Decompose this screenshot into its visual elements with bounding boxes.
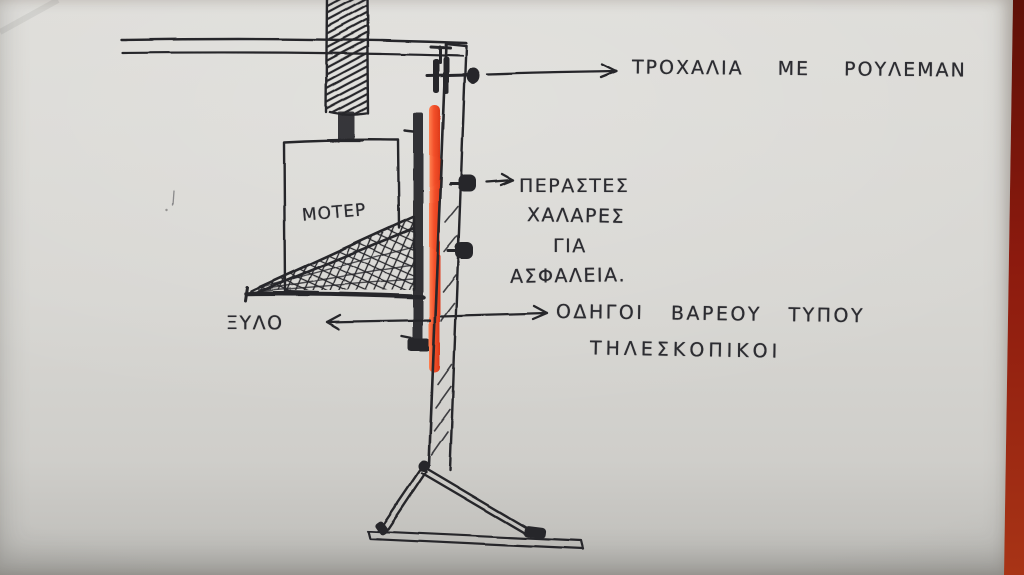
annotation-safety-line4: ΑΣΦΑΛΕΙΑ. — [509, 264, 627, 288]
safety-knobs — [446, 175, 476, 259]
annotation-safety-line2: ΧΑΛΑΡΕΣ — [526, 204, 626, 228]
top-rails — [119, 37, 468, 58]
arrow-to-guides-label — [439, 304, 549, 321]
arrow-to-wood-label — [325, 313, 432, 331]
arrow-to-pulley-label — [485, 62, 618, 79]
telescopic-guide-highlight — [429, 105, 440, 372]
motor-mount-connector — [329, 111, 365, 143]
annotation-telescopic: ΤΗΛΕΣΚΟΠΙΚΟΙ — [589, 337, 782, 363]
annotation-safety-line1: ΠΕΡΑΣΤΕΣ — [519, 175, 630, 197]
hatched-post — [324, 0, 370, 116]
arrow-to-safety-label — [485, 172, 515, 187]
annotation-heavy-duty-guides: ΟΔΗΓΟΙ ΒΑΡΕΟΥ ΤΥΠΟΥ — [555, 300, 866, 328]
annotation-wood: ΞΥΛΟ — [226, 312, 284, 334]
rail-mount-bar — [400, 113, 430, 351]
annotation-safety-line3: ΓΙΑ — [553, 235, 587, 257]
annotation-pulley-with-bearing: ΤΡΟΧΑΛΙΑ ΜΕ ΡΟΥΛΕΜΑΝ — [631, 56, 967, 82]
folding-legs — [366, 460, 585, 551]
annotation-safety-block: ΠΕΡΑΣΤΕΣ ΧΑΛΑΡΕΣ ΓΙΑ ΑΣΦΑΛΕΙΑ. — [510, 171, 630, 291]
mesh-platform-wedge — [243, 215, 426, 303]
pulley-bolt — [425, 45, 480, 94]
paper-corner-crease — [0, 0, 60, 35]
stray-pen-marks — [165, 190, 175, 212]
